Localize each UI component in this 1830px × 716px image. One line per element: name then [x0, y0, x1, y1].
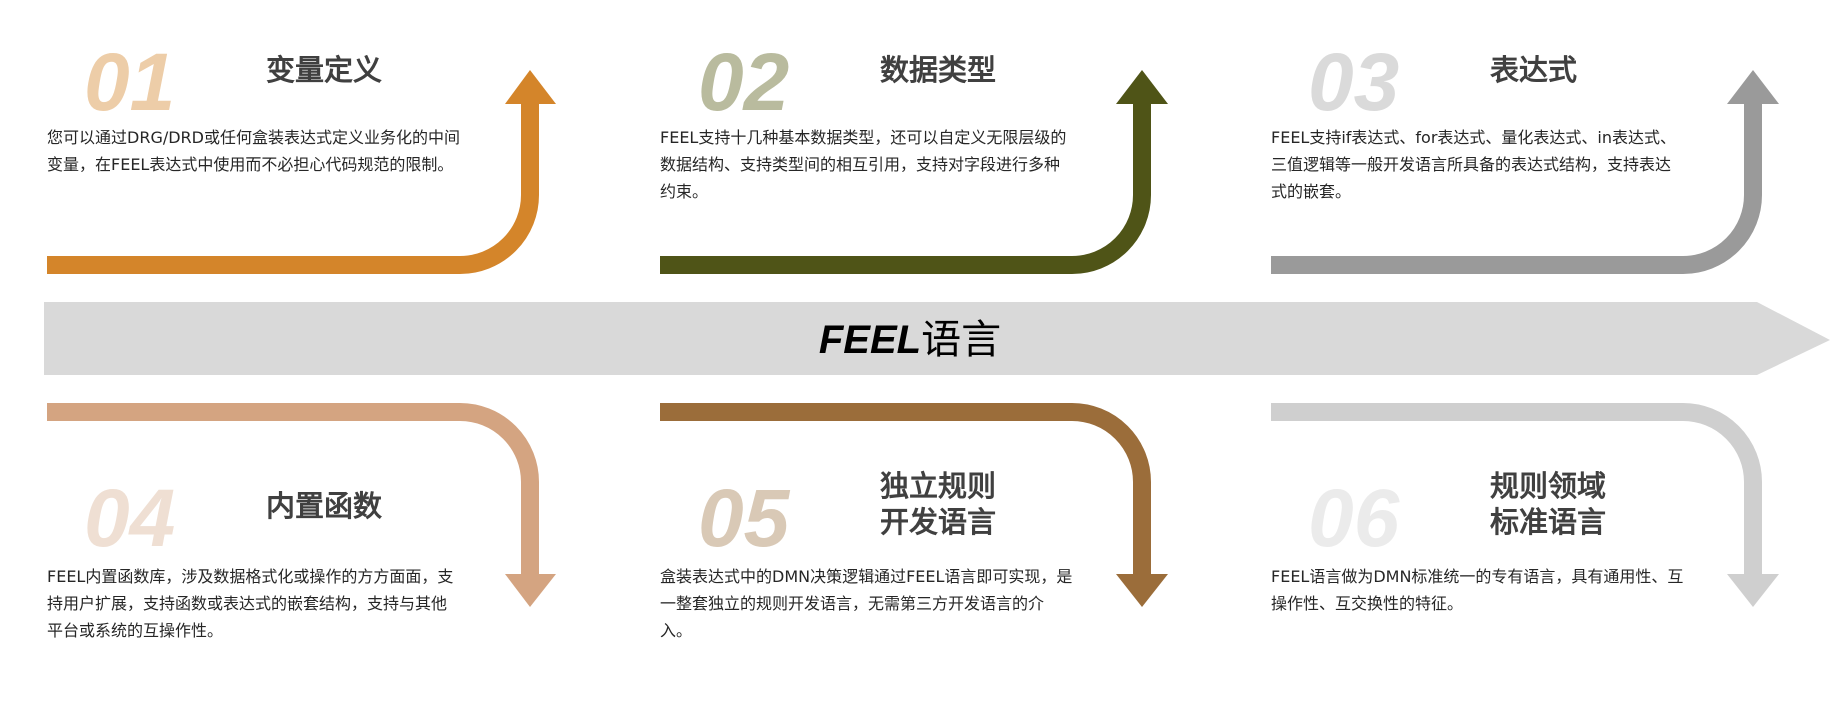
card-number: 06	[1308, 473, 1400, 564]
card-title: 表达式	[1490, 53, 1578, 87]
arrow-02	[660, 70, 1168, 274]
card-number: 04	[84, 473, 176, 564]
card-title: 内置函数	[266, 489, 383, 523]
card-number: 02	[698, 37, 790, 128]
card-title: 数据类型	[880, 53, 997, 87]
center-title-lang: 语言	[921, 317, 1002, 363]
card-description: FEEL支持十几种基本数据类型，还可以自定义无限层级的数据结构、支持类型间的相互…	[660, 128, 1067, 201]
arrow-05	[660, 403, 1168, 607]
arrow-04	[47, 403, 556, 607]
card-description: 您可以通过DRG/DRD或任何盒装表达式定义业务化的中间变量，在FEEL表达式中…	[47, 128, 460, 174]
card-title: 独立规则 开发语言	[880, 469, 997, 539]
central-arrow-band	[44, 302, 1830, 375]
center-title: FEEL语言	[700, 312, 1120, 368]
arrow-03	[1271, 70, 1779, 274]
card-description: FEEL内置函数库，涉及数据格式化或操作的方方面面，支持用户扩展，支持函数或表达…	[47, 567, 454, 640]
arrow-06	[1271, 403, 1779, 607]
card-number: 05	[698, 473, 790, 564]
card-description: FEEL支持if表达式、for表达式、量化表达式、in表达式、三值逻辑等一般开发…	[1271, 128, 1677, 201]
arrow-01	[47, 70, 556, 274]
center-title-feel: FEEL	[818, 318, 922, 362]
card-description: FEEL语言做为DMN标准统一的专有语言，具有通用性、互操作性、互交换性的特征。	[1271, 567, 1684, 613]
card-title: 规则领域 标准语言	[1490, 469, 1607, 539]
card-number: 01	[84, 37, 176, 128]
card-title: 变量定义	[266, 53, 383, 87]
card-number: 03	[1308, 37, 1400, 128]
card-description: 盒装表达式中的DMN决策逻辑通过FEEL语言即可实现，是一整套独立的规则开发语言…	[660, 567, 1073, 640]
